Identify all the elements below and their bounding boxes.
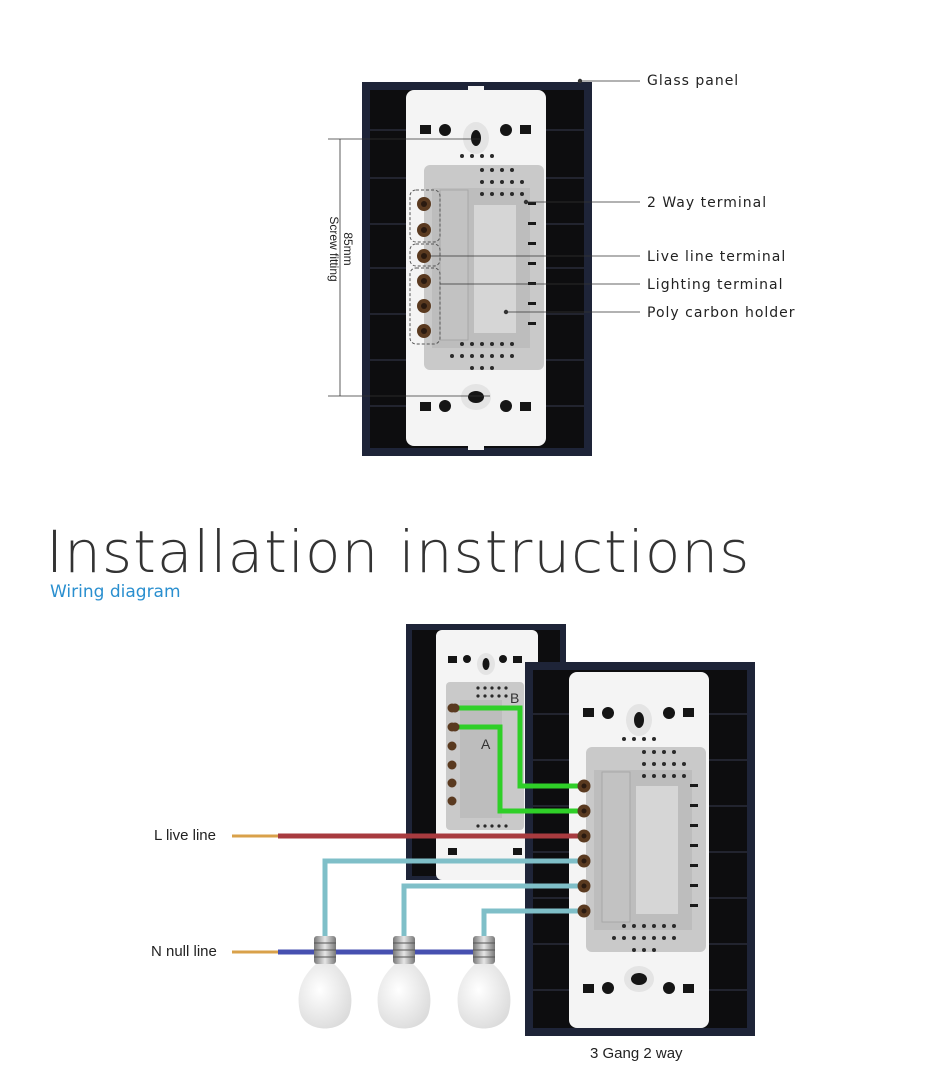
- switch-back-plate: [406, 86, 546, 450]
- dimension-label: 85mm Screw fitting: [327, 204, 355, 294]
- section-subtitle: Wiring diagram: [50, 582, 181, 602]
- switch-first-terminals: [450, 703, 460, 732]
- screw-terminals: [417, 197, 431, 338]
- dimension-value: 85mm: [341, 232, 355, 266]
- callout-lines: [430, 78, 640, 315]
- switch-second-terminals: [577, 779, 591, 918]
- callout-glass-panel: Glass panel: [647, 73, 740, 89]
- wires: [232, 705, 584, 955]
- lamp-2: [377, 936, 431, 1029]
- live-line-label: L live line: [154, 827, 216, 844]
- section-title: Installation instructions: [46, 518, 751, 586]
- switch-second: [525, 662, 755, 1036]
- two-way-wire-a: [458, 724, 584, 814]
- lamp-wire-2: [401, 883, 584, 940]
- callout-two-way-terminal: 2 Way terminal: [647, 195, 768, 211]
- callout-live-line-terminal: Live line terminal: [647, 249, 787, 265]
- two-way-wire-b: [458, 705, 584, 789]
- callout-poly-carbon-holder: Poly carbon holder: [647, 305, 796, 321]
- callout-lighting-terminal: Lighting terminal: [647, 277, 784, 293]
- null-line-label: N null line: [151, 943, 217, 960]
- terminal-a-label: A: [481, 736, 491, 752]
- terminal-b-label: B: [510, 690, 520, 706]
- dimension-lines: [328, 138, 490, 397]
- dimension-caption: Screw fitting: [327, 216, 341, 282]
- lamp-wire-1: [322, 858, 584, 940]
- lamp-wire-3: [481, 908, 584, 940]
- diagram-caption: 3 Gang 2 way: [590, 1045, 683, 1062]
- lamp-3: [457, 936, 511, 1029]
- lamp-1: [298, 936, 352, 1029]
